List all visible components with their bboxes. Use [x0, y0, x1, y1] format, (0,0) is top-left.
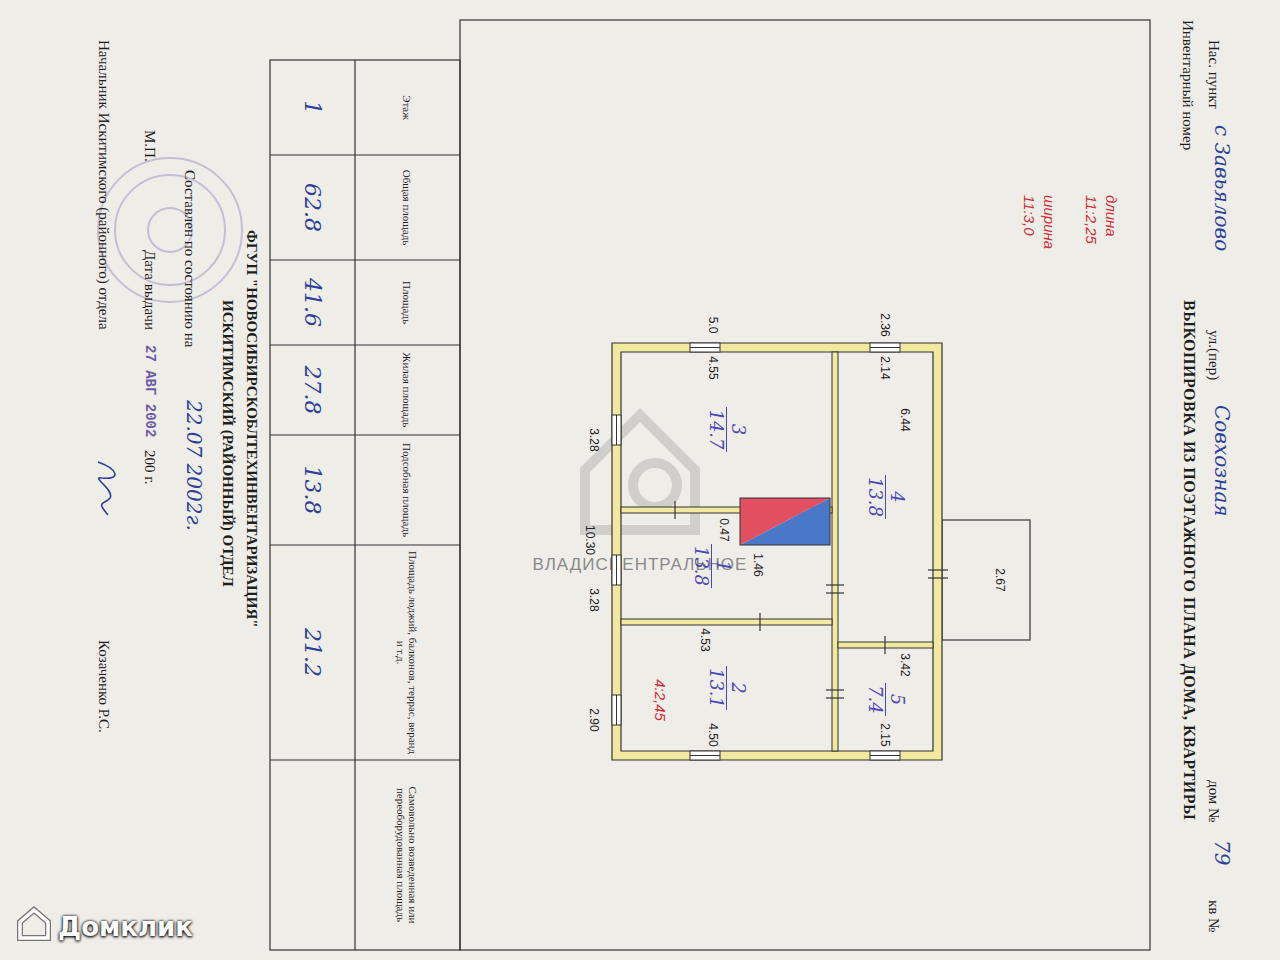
handwritten-value: 79: [1210, 840, 1234, 865]
dimension: 0.47: [717, 518, 731, 541]
handwritten-value: Совхозная: [1210, 405, 1234, 517]
room-area: 14.7: [705, 407, 727, 451]
dimension: 4.50: [706, 723, 720, 746]
dimension: 3.28: [587, 588, 601, 611]
field-label: 200 г.: [141, 450, 158, 484]
stove: [740, 498, 830, 545]
signature: [98, 462, 115, 515]
dimension: 2.15: [878, 723, 892, 746]
field-label: Инвентарный номер: [1179, 20, 1196, 150]
table-header: Подсобная площадь: [355, 435, 460, 545]
date-stamp: 27 АВГ 2002: [142, 345, 158, 437]
room: 314.7: [621, 352, 832, 507]
table-header: Самовольно возведенная или переоборудова…: [355, 760, 460, 950]
room-number: 1: [712, 558, 733, 573]
porch: [942, 520, 1030, 640]
dimension: 4.55: [706, 356, 720, 379]
room-number: 2: [727, 680, 748, 695]
watermark: Домклик: [58, 912, 193, 942]
field-label: Составлен по состоянию на: [181, 170, 198, 347]
dimension: 2.90: [587, 708, 601, 731]
dimension: 3.42: [898, 653, 912, 676]
field-label: Нас. пункт: [1205, 40, 1222, 109]
dimension: 3.28: [587, 428, 601, 451]
room: 57.4: [838, 648, 933, 751]
room: 213.1: [621, 625, 832, 751]
room-area: 13.1: [705, 666, 727, 710]
signatory-name: Козаченко Р.С.: [95, 640, 112, 733]
table-grid: [270, 60, 460, 950]
room-number: 3: [727, 422, 748, 437]
room: 113.8: [621, 513, 832, 619]
field-label: ул.(пер): [1205, 330, 1222, 380]
table-cell: 13.8: [270, 435, 355, 545]
windows: [612, 343, 900, 760]
dimension: 1.46: [751, 553, 765, 576]
table-header: Площадь: [355, 260, 460, 345]
table-header: Площадь лоджий, балконов, террас, веранд…: [355, 545, 460, 760]
dimension: 5.0: [706, 317, 720, 334]
domklik-icon: [20, 910, 48, 938]
room-area: 13.8: [690, 544, 712, 588]
room-area: 7.4: [864, 683, 886, 716]
outer-wall: [612, 343, 942, 760]
stamp: [98, 158, 242, 302]
field-label: кв №: [1205, 900, 1222, 932]
room-number: 5: [886, 692, 907, 707]
table-cell: 1: [270, 60, 355, 155]
dimension: 4.53: [698, 628, 712, 651]
handwritten-value: с Завьялово: [1210, 125, 1234, 251]
dimension: 10.30: [583, 525, 597, 555]
partitions: [621, 352, 933, 751]
document-title: ВЫКОПИРОВКА ИЗ ПОЭТАЖНОГО ПЛАНА ДОМА, КВ…: [1180, 300, 1198, 820]
table-cell: 62.8: [270, 155, 355, 260]
table-cell: 21.2: [270, 545, 355, 760]
red-note: длина: [1103, 195, 1120, 237]
organization-name: ФГУП "НОВОСИБИРСКОБЛТЕХИНВЕНТАРИЗАЦИЯ": [243, 230, 260, 628]
room-area: 13.8: [864, 475, 886, 519]
room-number: 4: [886, 489, 907, 504]
red-note: 4:2,45: [652, 679, 669, 721]
red-note: 11:2,25: [1083, 195, 1100, 244]
dimension: 6.44: [898, 408, 912, 431]
handwritten-value: 22.07 2002г.: [182, 400, 206, 531]
dimension: 2.14: [878, 356, 892, 379]
table-cell: 41.6: [270, 260, 355, 345]
table-header: Жилая площадь: [355, 345, 460, 435]
field-label: Дата выдачи: [141, 250, 158, 330]
red-note: 11:3,0: [1021, 195, 1038, 236]
frame: [460, 20, 1150, 950]
table-cell: 27.8: [270, 345, 355, 435]
department-name: ИСКИТИМСКИЙ (РАЙОННЫЙ) ОТДЕЛ: [219, 300, 236, 587]
table-header: Общая площадь: [355, 155, 460, 260]
field-label: М.П.: [141, 130, 158, 162]
dimension: 2.36: [878, 313, 892, 336]
dimension: 2.67: [993, 568, 1007, 591]
room: 413.8: [838, 352, 933, 642]
field-label: дом №: [1205, 780, 1222, 822]
red-note: ширина: [1041, 195, 1058, 249]
signatory-title: Начальник Искитимского (районного) отдел…: [95, 40, 112, 330]
table-header: Этаж: [355, 60, 460, 155]
